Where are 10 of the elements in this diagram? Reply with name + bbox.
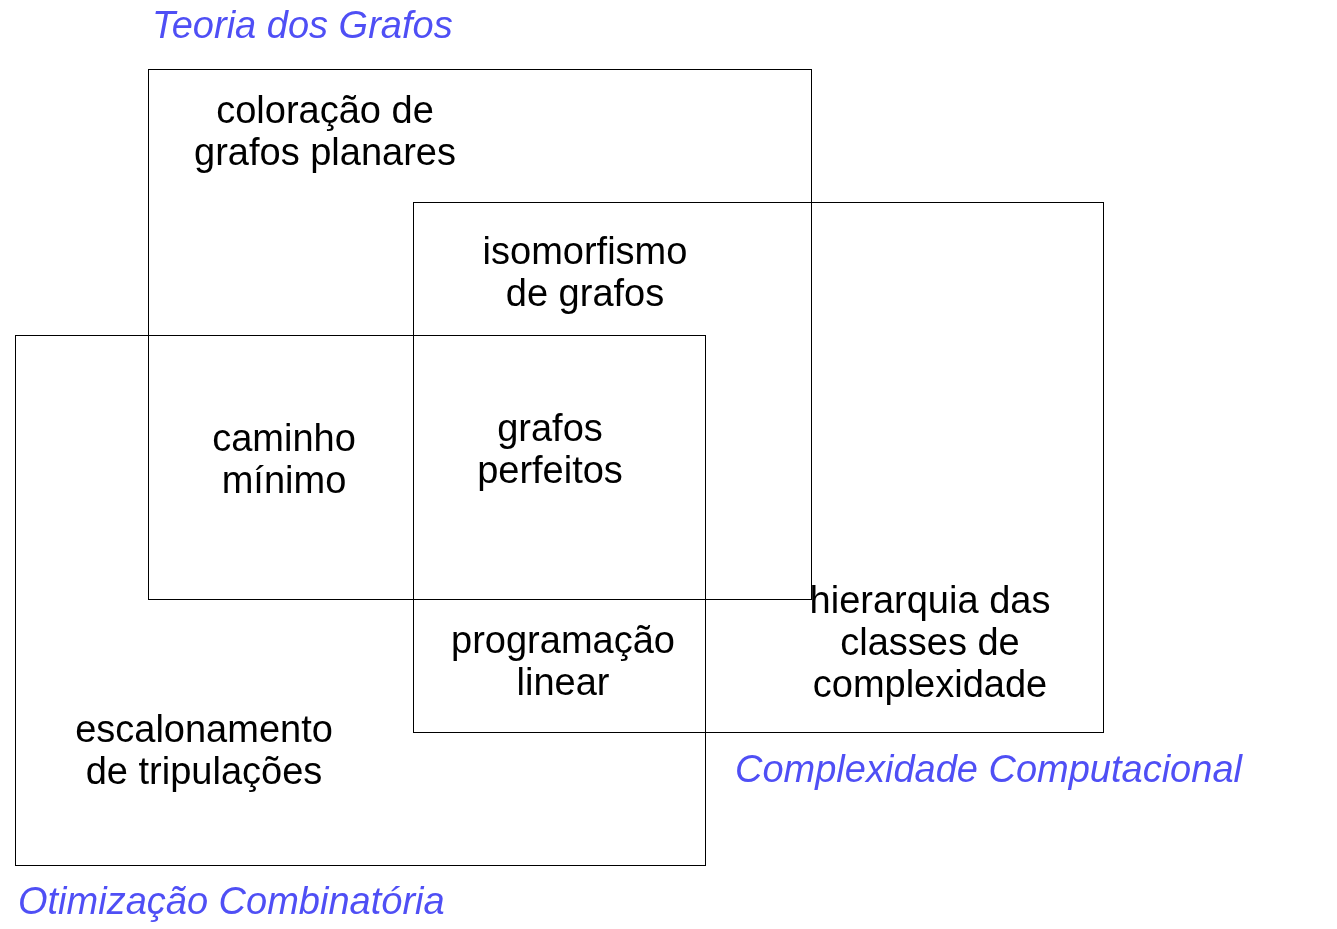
region-label: escalonamento de tripulações	[74, 709, 334, 793]
region-label: hierarquia das classes de complexidade	[808, 580, 1052, 706]
region-label: caminho mínimo	[211, 418, 357, 502]
region-label: coloração de grafos planares	[193, 90, 457, 174]
region-label: programação linear	[450, 620, 676, 704]
region-label: grafos perfeitos	[476, 408, 624, 492]
region-label: isomorfismo de grafos	[481, 231, 689, 315]
set-heading: Otimização Combinatória	[18, 880, 445, 924]
set-heading: Complexidade Computacional	[735, 748, 1242, 792]
set-heading: Teoria dos Grafos	[152, 4, 453, 48]
